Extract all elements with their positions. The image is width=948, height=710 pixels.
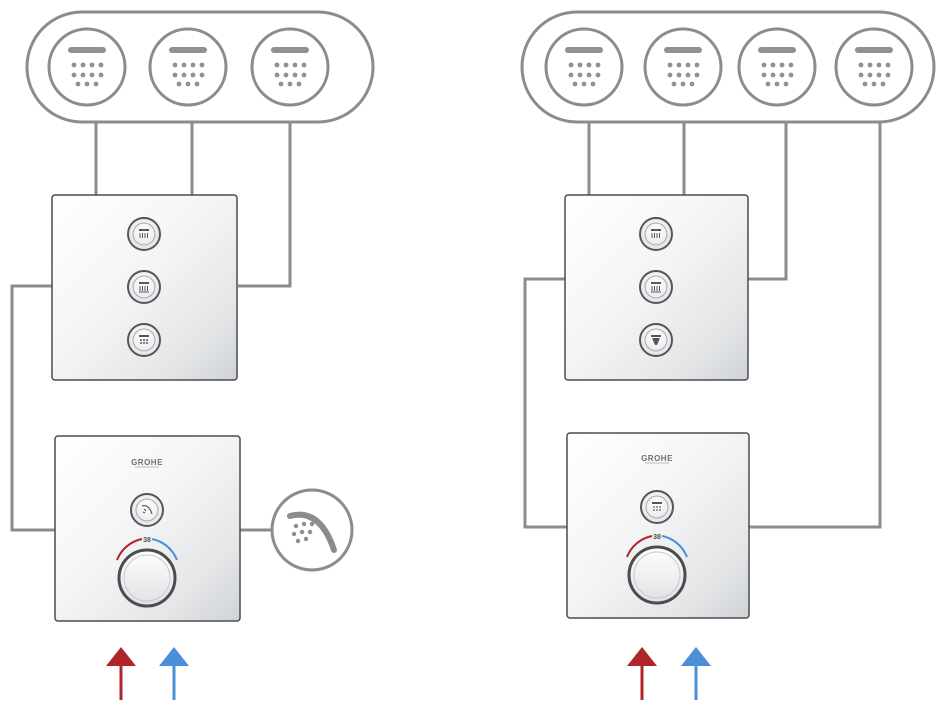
spray-head (250, 27, 330, 107)
waterfall-spray-button[interactable] (639, 323, 673, 357)
thermostat-panel: GROHE 38 (54, 435, 241, 622)
hand-shower-outlet (270, 488, 354, 572)
hot-water-arrow (106, 647, 136, 700)
temperature-knob[interactable] (627, 545, 687, 605)
pipes (523, 122, 882, 529)
hand-shower-icon (141, 505, 153, 515)
rain-spray-button[interactable] (127, 217, 161, 251)
four-outlet-system: GROHE 38 (520, 10, 936, 700)
brand-logo: GROHE (641, 454, 673, 463)
spray-head (148, 27, 228, 107)
temperature-knob[interactable] (117, 548, 177, 608)
temperature-scale: 38 (116, 537, 178, 561)
waterfall-spray-icon (651, 335, 661, 345)
rain-spray-icon (139, 229, 149, 238)
rain-spray-icon (652, 502, 662, 511)
hand-shower-icon (287, 511, 337, 553)
temperature-label: 38 (143, 537, 151, 544)
rain-spray-icon (651, 229, 661, 238)
jet-spray-icon (139, 282, 149, 293)
hot-water-arrow (627, 647, 657, 700)
brand-logo: GROHE (131, 458, 163, 467)
spray-head (47, 27, 127, 107)
spray-head (643, 27, 723, 107)
massage-spray-button[interactable] (127, 323, 161, 357)
jet-spray-button[interactable] (639, 270, 673, 304)
shower-head-panel (520, 10, 936, 124)
cold-water-arrow (681, 647, 711, 700)
pipes (10, 122, 292, 532)
valve-panel (564, 194, 749, 381)
jet-spray-button[interactable] (127, 270, 161, 304)
hand-shower-button[interactable] (130, 493, 164, 527)
valve-panel (51, 194, 238, 381)
thermostat-panel: GROHE 38 (566, 432, 750, 619)
temperature-scale: 38 (626, 534, 688, 558)
jet-spray-icon (651, 282, 661, 293)
massage-spray-icon (139, 335, 149, 344)
cold-water-arrow (159, 647, 189, 700)
three-outlet-system: GROHE 38 (10, 10, 375, 700)
spray-head (737, 27, 817, 107)
temperature-label: 38 (653, 534, 661, 541)
rain-spray-button[interactable] (639, 217, 673, 251)
rain-spray-button[interactable] (640, 490, 674, 524)
spray-head (834, 27, 914, 107)
spray-head (544, 27, 624, 107)
